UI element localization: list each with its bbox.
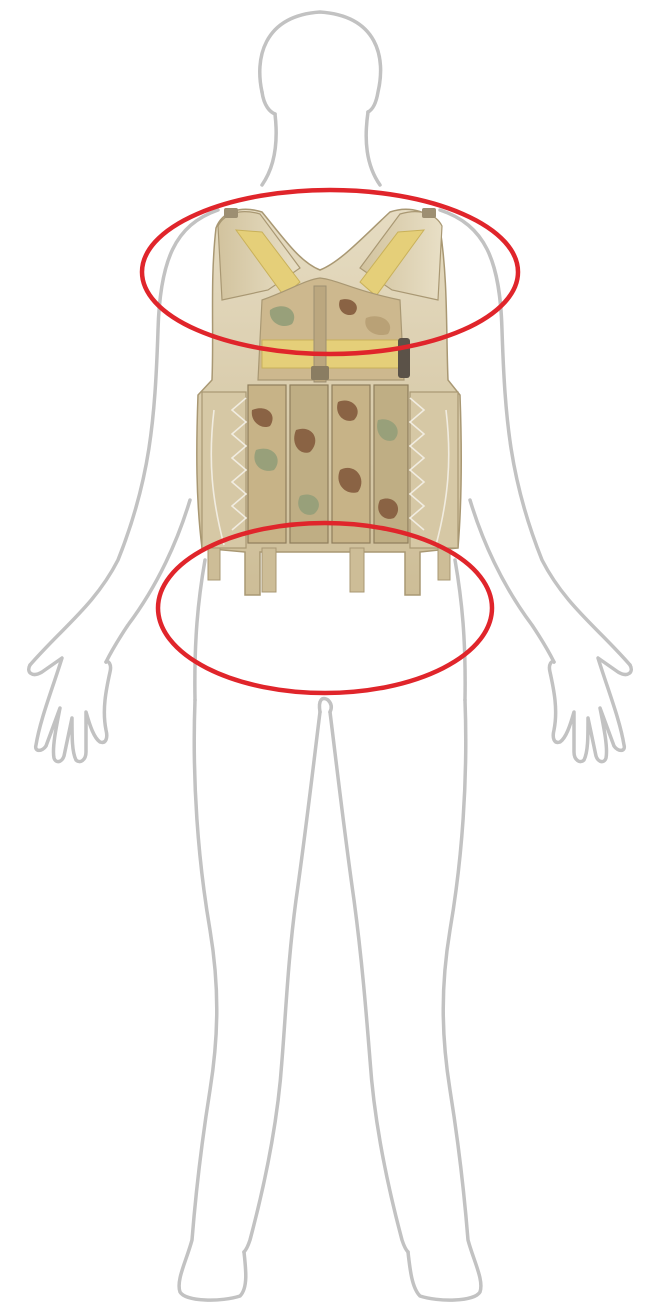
left-leg-outer <box>179 700 246 1300</box>
right-arm-outer <box>440 210 630 665</box>
mag-pouch-4 <box>374 385 408 543</box>
torso-left-side <box>195 560 205 700</box>
left-arm-inner <box>106 500 190 662</box>
mag-pouch-2 <box>290 385 328 543</box>
head-left-cheek <box>262 92 275 114</box>
body-outline <box>29 12 632 1300</box>
right-leg-inner <box>330 712 408 1252</box>
left-arm-outer <box>30 210 218 665</box>
left-buckle <box>224 208 238 218</box>
left-lower-strap <box>262 548 276 592</box>
right-hand <box>549 658 631 762</box>
right-leg-outer <box>408 700 481 1300</box>
side-clip <box>398 338 410 378</box>
torso-right-side <box>455 560 465 700</box>
neck-left <box>262 114 276 185</box>
left-hand <box>29 658 111 762</box>
head-outline <box>260 12 381 112</box>
neck-right <box>366 112 380 185</box>
left-leg-inner <box>244 712 320 1252</box>
left-side-strap <box>208 548 220 580</box>
center-buckle <box>311 366 329 380</box>
right-lower-strap <box>350 548 364 592</box>
crotch <box>319 699 331 713</box>
right-buckle <box>422 208 436 218</box>
